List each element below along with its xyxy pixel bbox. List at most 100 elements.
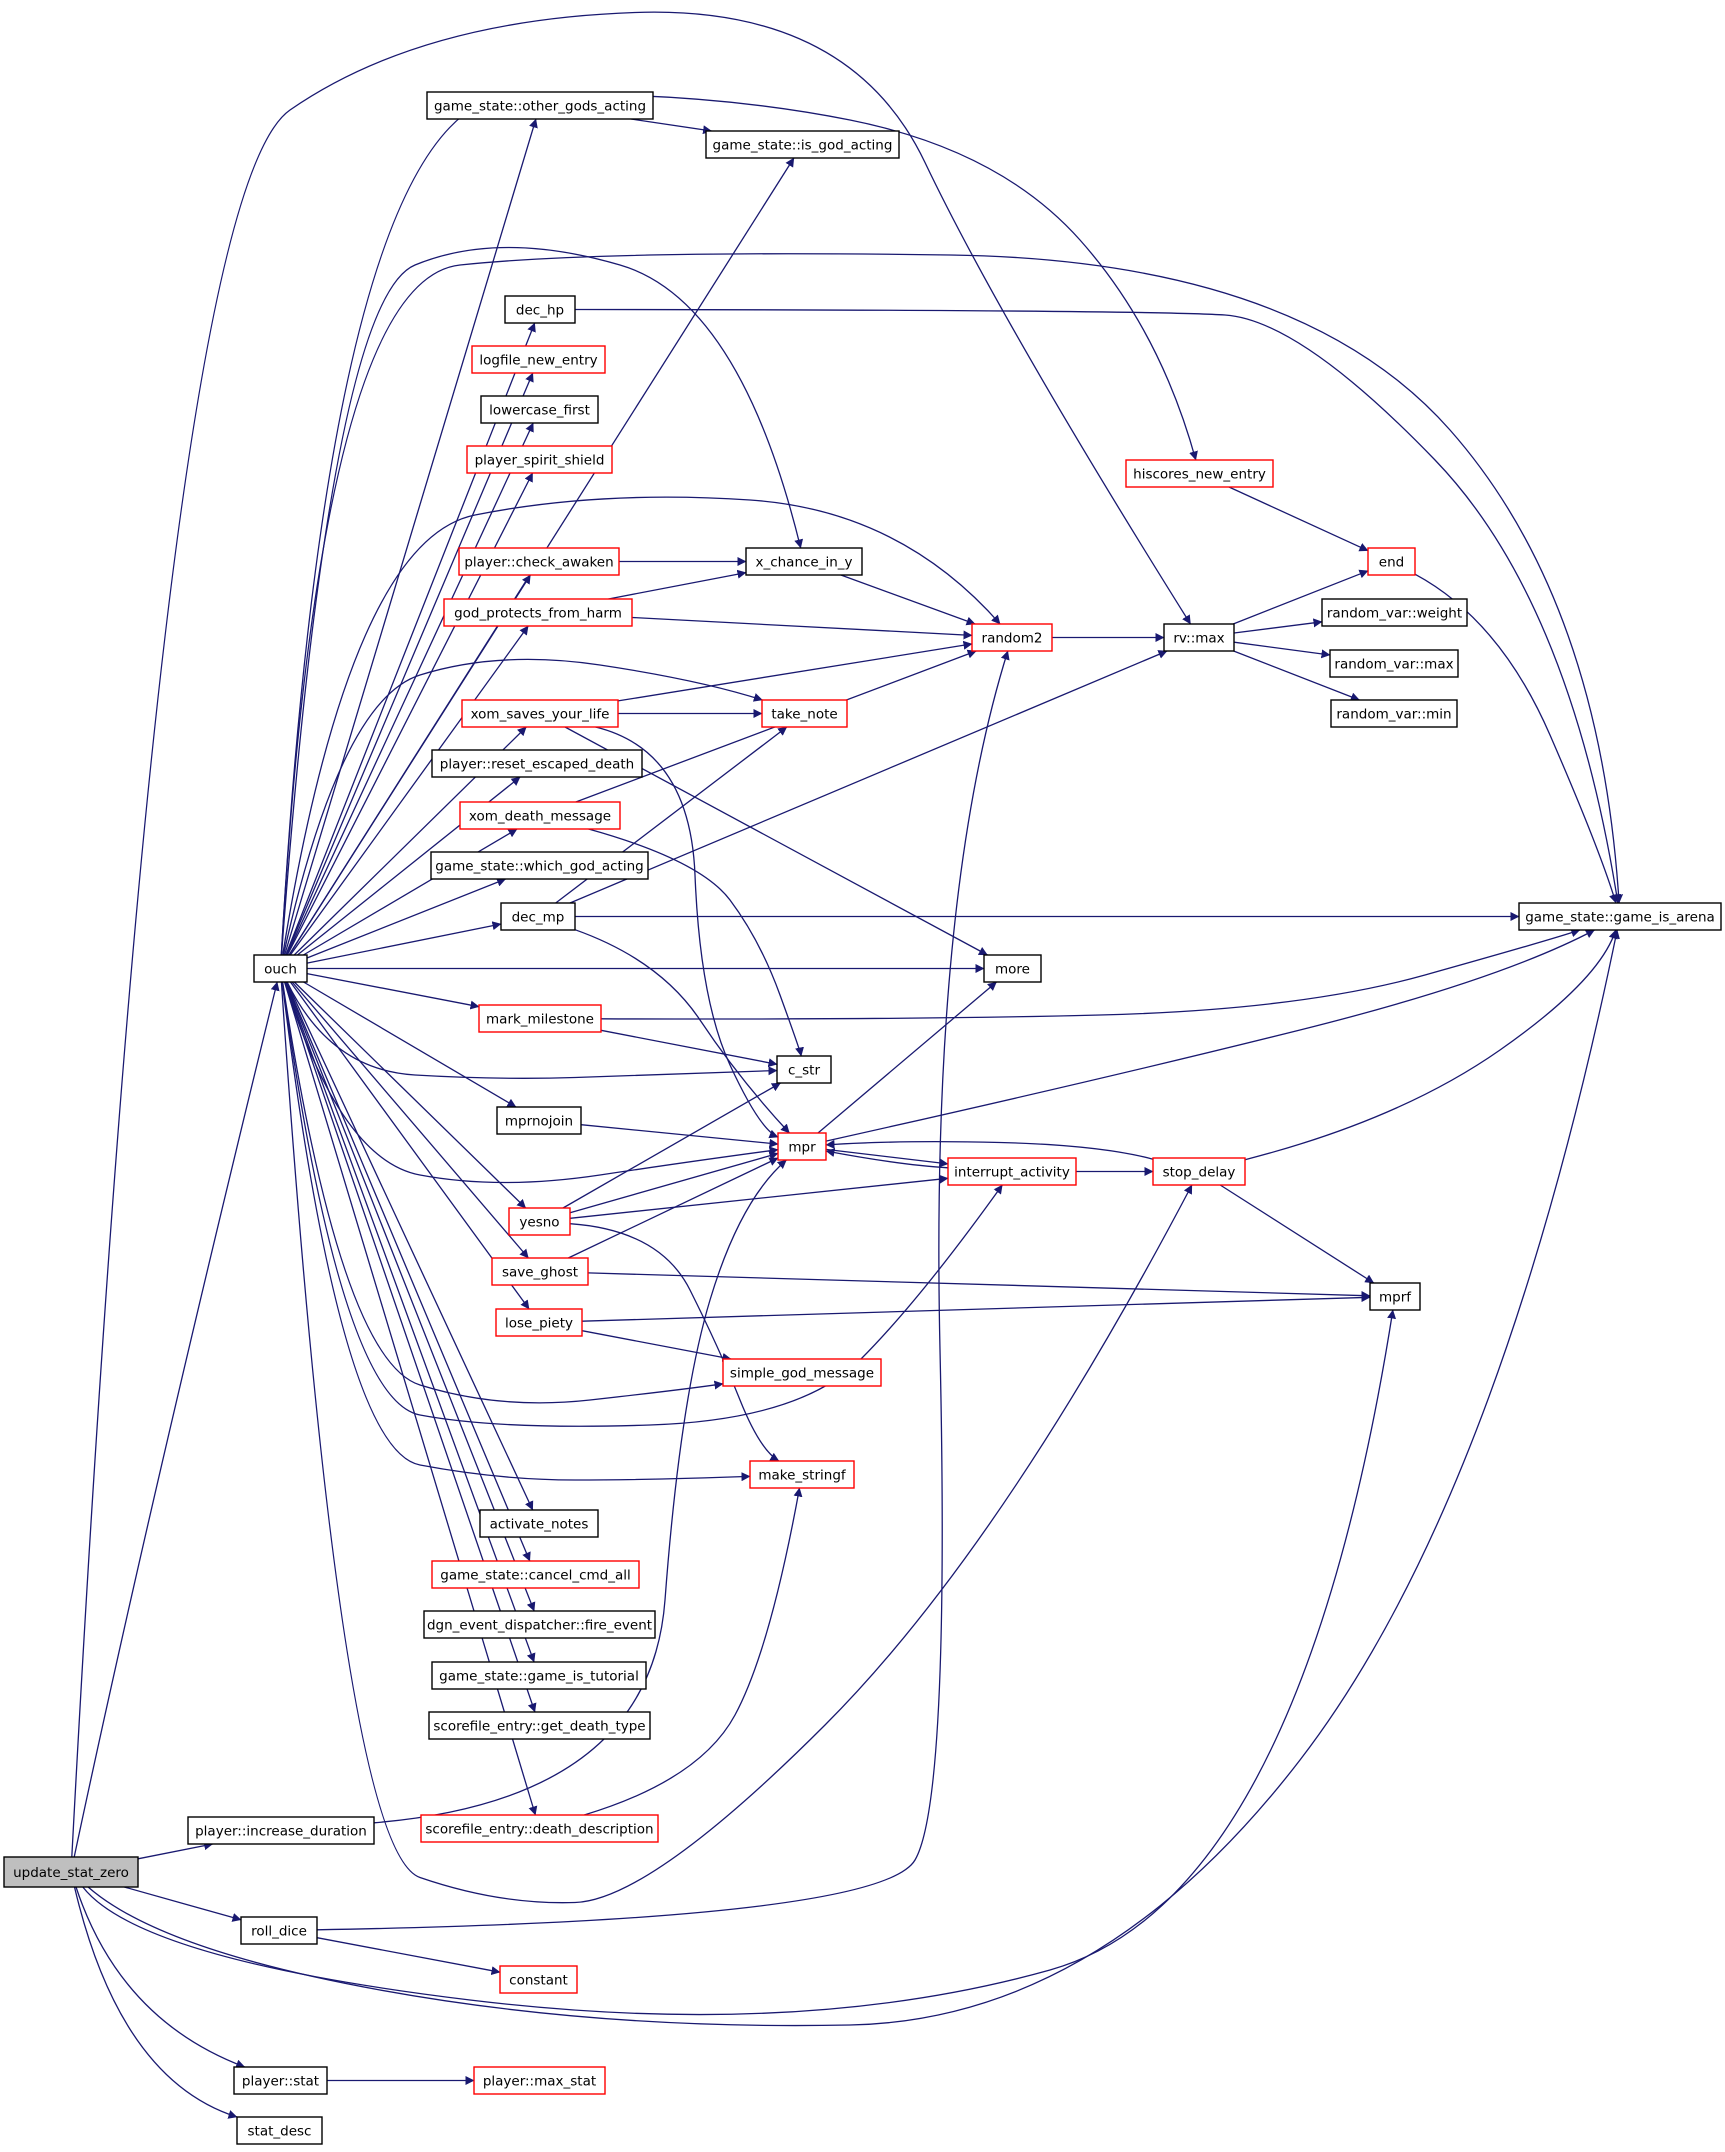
node-increase-duration[interactable]: player::increase_duration xyxy=(187,1816,375,1845)
node-end[interactable]: end xyxy=(1367,547,1416,576)
node-stat-desc[interactable]: stat_desc xyxy=(236,2116,323,2145)
edge-save_ghost-to-mprf xyxy=(587,1272,1371,1301)
node-yesno[interactable]: yesno xyxy=(508,1207,571,1236)
node-label: random_var::max xyxy=(1334,657,1453,673)
edge-ouch-to-get_death_type xyxy=(284,981,537,1713)
node-player-spirit-shield[interactable]: player_spirit_shield xyxy=(466,445,613,474)
node-label: c_str xyxy=(788,1063,820,1079)
edge-rv_max-to-rv_max2 xyxy=(1233,641,1331,659)
node-box xyxy=(461,699,619,728)
node-game-is-arena[interactable]: game_state::game_is_arena xyxy=(1518,902,1722,931)
node-make-stringf[interactable]: make_stringf xyxy=(749,1460,855,1489)
node-label: x_chance_in_y xyxy=(755,555,852,571)
node-box xyxy=(1329,649,1459,678)
edge-xom_saves-to-random2 xyxy=(617,640,973,702)
node-mpr[interactable]: mpr xyxy=(777,1132,827,1161)
node-player-stat[interactable]: player::stat xyxy=(233,2066,328,2095)
node-hiscores-new-entry[interactable]: hiscores_new_entry xyxy=(1125,459,1274,488)
node-check-awaken[interactable]: player::check_awaken xyxy=(458,547,620,576)
node-box xyxy=(240,1916,318,1945)
node-label: scorefile_entry::death_description xyxy=(425,1822,653,1838)
node-box xyxy=(473,2066,606,2095)
node-stop-delay[interactable]: stop_delay xyxy=(1152,1157,1246,1186)
node-label: simple_god_message xyxy=(730,1366,874,1382)
node-mprf[interactable]: mprf xyxy=(1369,1282,1421,1311)
node-roll-dice[interactable]: roll_dice xyxy=(240,1916,318,1945)
edge-ouch-to-dec_mp xyxy=(306,921,502,964)
edge-roll_dice-to-constant xyxy=(316,1937,501,1976)
node-box xyxy=(431,749,643,778)
edges-layer xyxy=(71,11,1624,2119)
node-label: xom_death_message xyxy=(469,809,611,825)
node-xom-saves[interactable]: xom_saves_your_life xyxy=(461,699,619,728)
edge-ouch-to-xom_death xyxy=(303,828,518,956)
node-mark-milestone[interactable]: mark_milestone xyxy=(478,1004,602,1033)
node-c-str[interactable]: c_str xyxy=(776,1055,832,1084)
node-death-description[interactable]: scorefile_entry::death_description xyxy=(420,1814,659,1843)
node-box xyxy=(1518,902,1722,931)
node-box xyxy=(471,345,606,374)
node-mprnojoin[interactable]: mprnojoin xyxy=(496,1106,582,1135)
node-get-death-type[interactable]: scorefile_entry::get_death_type xyxy=(428,1711,651,1740)
node-box xyxy=(187,1816,375,1845)
edge-ouch-to-simple_god_message xyxy=(281,981,724,1404)
node-take-note[interactable]: take_note xyxy=(761,699,848,728)
node-save-ghost[interactable]: save_ghost xyxy=(491,1257,589,1286)
edge-xom_death-to-c_str xyxy=(588,828,804,1057)
node-other-gods-acting[interactable]: game_state::other_gods_acting xyxy=(426,91,654,120)
edge-ouch-to-activate_notes xyxy=(286,981,534,1511)
node-constant[interactable]: constant xyxy=(499,1965,578,1994)
edge-dec_mp-to-rv_max xyxy=(569,650,1168,904)
node-ouch[interactable]: ouch xyxy=(253,954,308,983)
node-logfile-new-entry[interactable]: logfile_new_entry xyxy=(471,345,606,374)
node-label: logfile_new_entry xyxy=(479,353,597,369)
node-random2[interactable]: random2 xyxy=(971,623,1053,652)
node-is-god-acting[interactable]: game_state::is_god_acting xyxy=(705,130,900,159)
node-which-god[interactable]: game_state::which_god_acting xyxy=(430,851,649,880)
node-rv-max2[interactable]: random_var::max xyxy=(1329,649,1459,678)
node-box xyxy=(971,623,1053,652)
edge-ouch-to-mprnojoin xyxy=(303,981,517,1108)
node-box xyxy=(777,1132,827,1161)
node-max-stat[interactable]: player::max_stat xyxy=(473,2066,606,2095)
node-box xyxy=(491,1257,589,1286)
node-lose-piety[interactable]: lose_piety xyxy=(495,1308,583,1337)
node-x-chance-in-y[interactable]: x_chance_in_y xyxy=(745,547,863,576)
edge-ouch-to-check_awaken xyxy=(288,574,531,956)
node-game-is-tutorial[interactable]: game_state::game_is_tutorial xyxy=(431,1661,647,1690)
node-dec-mp[interactable]: dec_mp xyxy=(500,902,576,931)
node-xom-death[interactable]: xom_death_message xyxy=(459,801,621,830)
node-reset-escaped[interactable]: player::reset_escaped_death xyxy=(431,749,643,778)
node-interrupt-activity[interactable]: interrupt_activity xyxy=(947,1157,1077,1186)
node-god-protects[interactable]: god_protects_from_harm xyxy=(443,598,633,627)
node-box xyxy=(499,1965,578,1994)
node-label: mprf xyxy=(1379,1290,1412,1306)
node-box xyxy=(504,295,576,324)
edge-update_stat_zero-to-stat_desc xyxy=(73,1886,238,2119)
node-label: roll_dice xyxy=(251,1924,307,1940)
node-rv-min[interactable]: random_var::min xyxy=(1330,699,1458,728)
node-activate-notes[interactable]: activate_notes xyxy=(479,1509,599,1538)
node-fire-event[interactable]: dgn_event_dispatcher::fire_event xyxy=(423,1610,656,1639)
node-label: yesno xyxy=(519,1215,559,1231)
node-update-stat-zero[interactable]: update_stat_zero xyxy=(3,1856,139,1888)
edge-update_stat_zero-to-rv_max xyxy=(71,11,1192,1858)
node-lowercase-first[interactable]: lowercase_first xyxy=(480,395,599,424)
edge-death_description-to-make_stringf xyxy=(584,1487,803,1816)
node-more[interactable]: more xyxy=(983,954,1042,983)
node-rv-weight[interactable]: random_var::weight xyxy=(1321,598,1468,627)
node-label: game_state::game_is_arena xyxy=(1525,910,1715,926)
node-box xyxy=(496,1106,582,1135)
node-label: make_stringf xyxy=(758,1468,847,1484)
node-cancel-cmd-all[interactable]: game_state::cancel_cmd_all xyxy=(431,1560,640,1589)
node-label: player::reset_escaped_death xyxy=(440,757,634,773)
node-simple-god-message[interactable]: simple_god_message xyxy=(722,1358,882,1387)
node-rv-max[interactable]: rv::max xyxy=(1163,623,1235,652)
edge-mprnojoin-to-mpr xyxy=(580,1124,779,1148)
edge-lose_piety-to-simple_god_message xyxy=(581,1330,732,1362)
node-label: lowercase_first xyxy=(489,403,590,419)
node-label: game_state::is_god_acting xyxy=(713,138,893,154)
node-dec-hp[interactable]: dec_hp xyxy=(504,295,576,324)
node-label: random_var::weight xyxy=(1327,606,1462,622)
node-label: stat_desc xyxy=(248,2124,312,2140)
